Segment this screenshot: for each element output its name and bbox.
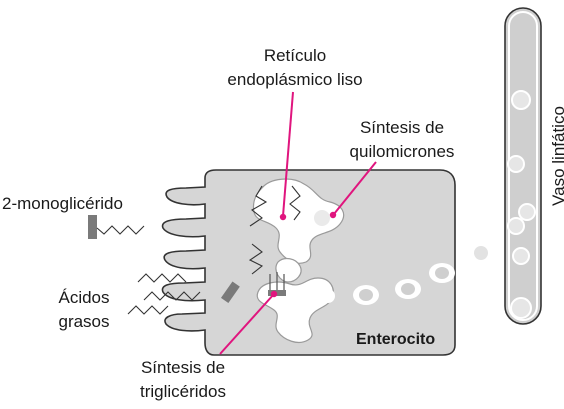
label-trigli-line2: triglicéridos	[140, 382, 226, 401]
label-quilomicrones: Síntesis de quilomicrones	[332, 116, 472, 164]
label-trigli-line1: Síntesis de	[140, 358, 226, 377]
label-vaso-linfatico: Vaso linfático	[549, 106, 564, 206]
enterocyte-body	[161, 169, 456, 356]
enterocyte-cell	[161, 169, 456, 356]
label-reticulo: Retículo endoplásmico liso	[210, 44, 380, 92]
er-upper	[252, 178, 345, 264]
fatty-acid-chains-outside	[127, 273, 201, 315]
intracellular-chains	[248, 185, 301, 275]
label-acidos-line1: Ácidos	[58, 288, 110, 307]
intracellular-monoglyceride	[220, 281, 240, 304]
label-acidos-line2: grasos	[58, 312, 110, 331]
label-quilo-line1: Síntesis de	[359, 118, 445, 137]
chylomicrons	[312, 208, 490, 305]
label-enterocito: Enterocito	[356, 331, 436, 348]
label-trigliceridos: Síntesis de triglicéridos	[118, 356, 248, 404]
pointer-lines	[219, 91, 377, 355]
label-reticulo-line1: Retículo	[263, 46, 327, 65]
label-quilo-line2: quilomicrones	[349, 142, 455, 161]
monoglyceride-molecule-outside	[88, 215, 145, 239]
label-monoglicerido: 2-monoglicérido	[2, 194, 123, 213]
er-middle	[275, 257, 302, 283]
label-acidos-grasos: Ácidos grasos	[44, 286, 124, 334]
label-reticulo-line2: endoplásmico liso	[227, 70, 363, 89]
lymphatic-vessel	[504, 7, 542, 325]
